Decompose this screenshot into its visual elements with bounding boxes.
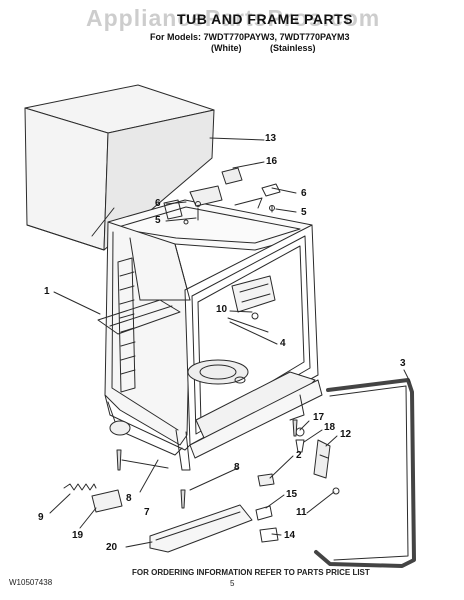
page-number: 5 [230,579,235,588]
callout-4: 4 [280,338,286,349]
callout-7: 7 [144,507,150,518]
callout-18: 18 [324,422,336,433]
callout-6-left: 6 [155,198,161,209]
callout-19: 19 [72,530,84,541]
tub-frame [63,167,416,568]
callout-1: 1 [44,286,50,297]
callout-8-left: 8 [126,493,132,504]
watermark: AppliancePartsPros.com [86,5,381,31]
model-numbers: For Models: 7WDT770PAYW3, 7WDT770PAYM3 [150,32,350,42]
callout-12: 12 [340,429,352,440]
callout-14: 14 [284,530,296,541]
callout-11: 11 [296,507,307,518]
callout-9: 9 [38,512,44,523]
callout-13: 13 [265,133,277,144]
callout-5-left: 5 [155,215,161,226]
callout-2: 2 [296,450,302,461]
variant-white-label: (White) [211,43,242,53]
callout-15: 15 [286,489,298,500]
callout-8-right: 8 [234,462,240,473]
callout-10: 10 [216,304,228,315]
callout-17: 17 [313,412,325,423]
callout-20: 20 [106,542,118,553]
page-title: TUB AND FRAME PARTS [177,11,353,27]
callout-5-right: 5 [301,207,307,218]
callout-16: 16 [266,156,278,167]
ordering-note: FOR ORDERING INFORMATION REFER TO PARTS … [132,568,370,577]
callout-3: 3 [400,358,406,369]
variant-stainless-label: (Stainless) [270,43,316,53]
callout-6-right: 6 [301,188,307,199]
leader-lines [49,137,411,548]
document-number: W10507438 [9,578,53,587]
